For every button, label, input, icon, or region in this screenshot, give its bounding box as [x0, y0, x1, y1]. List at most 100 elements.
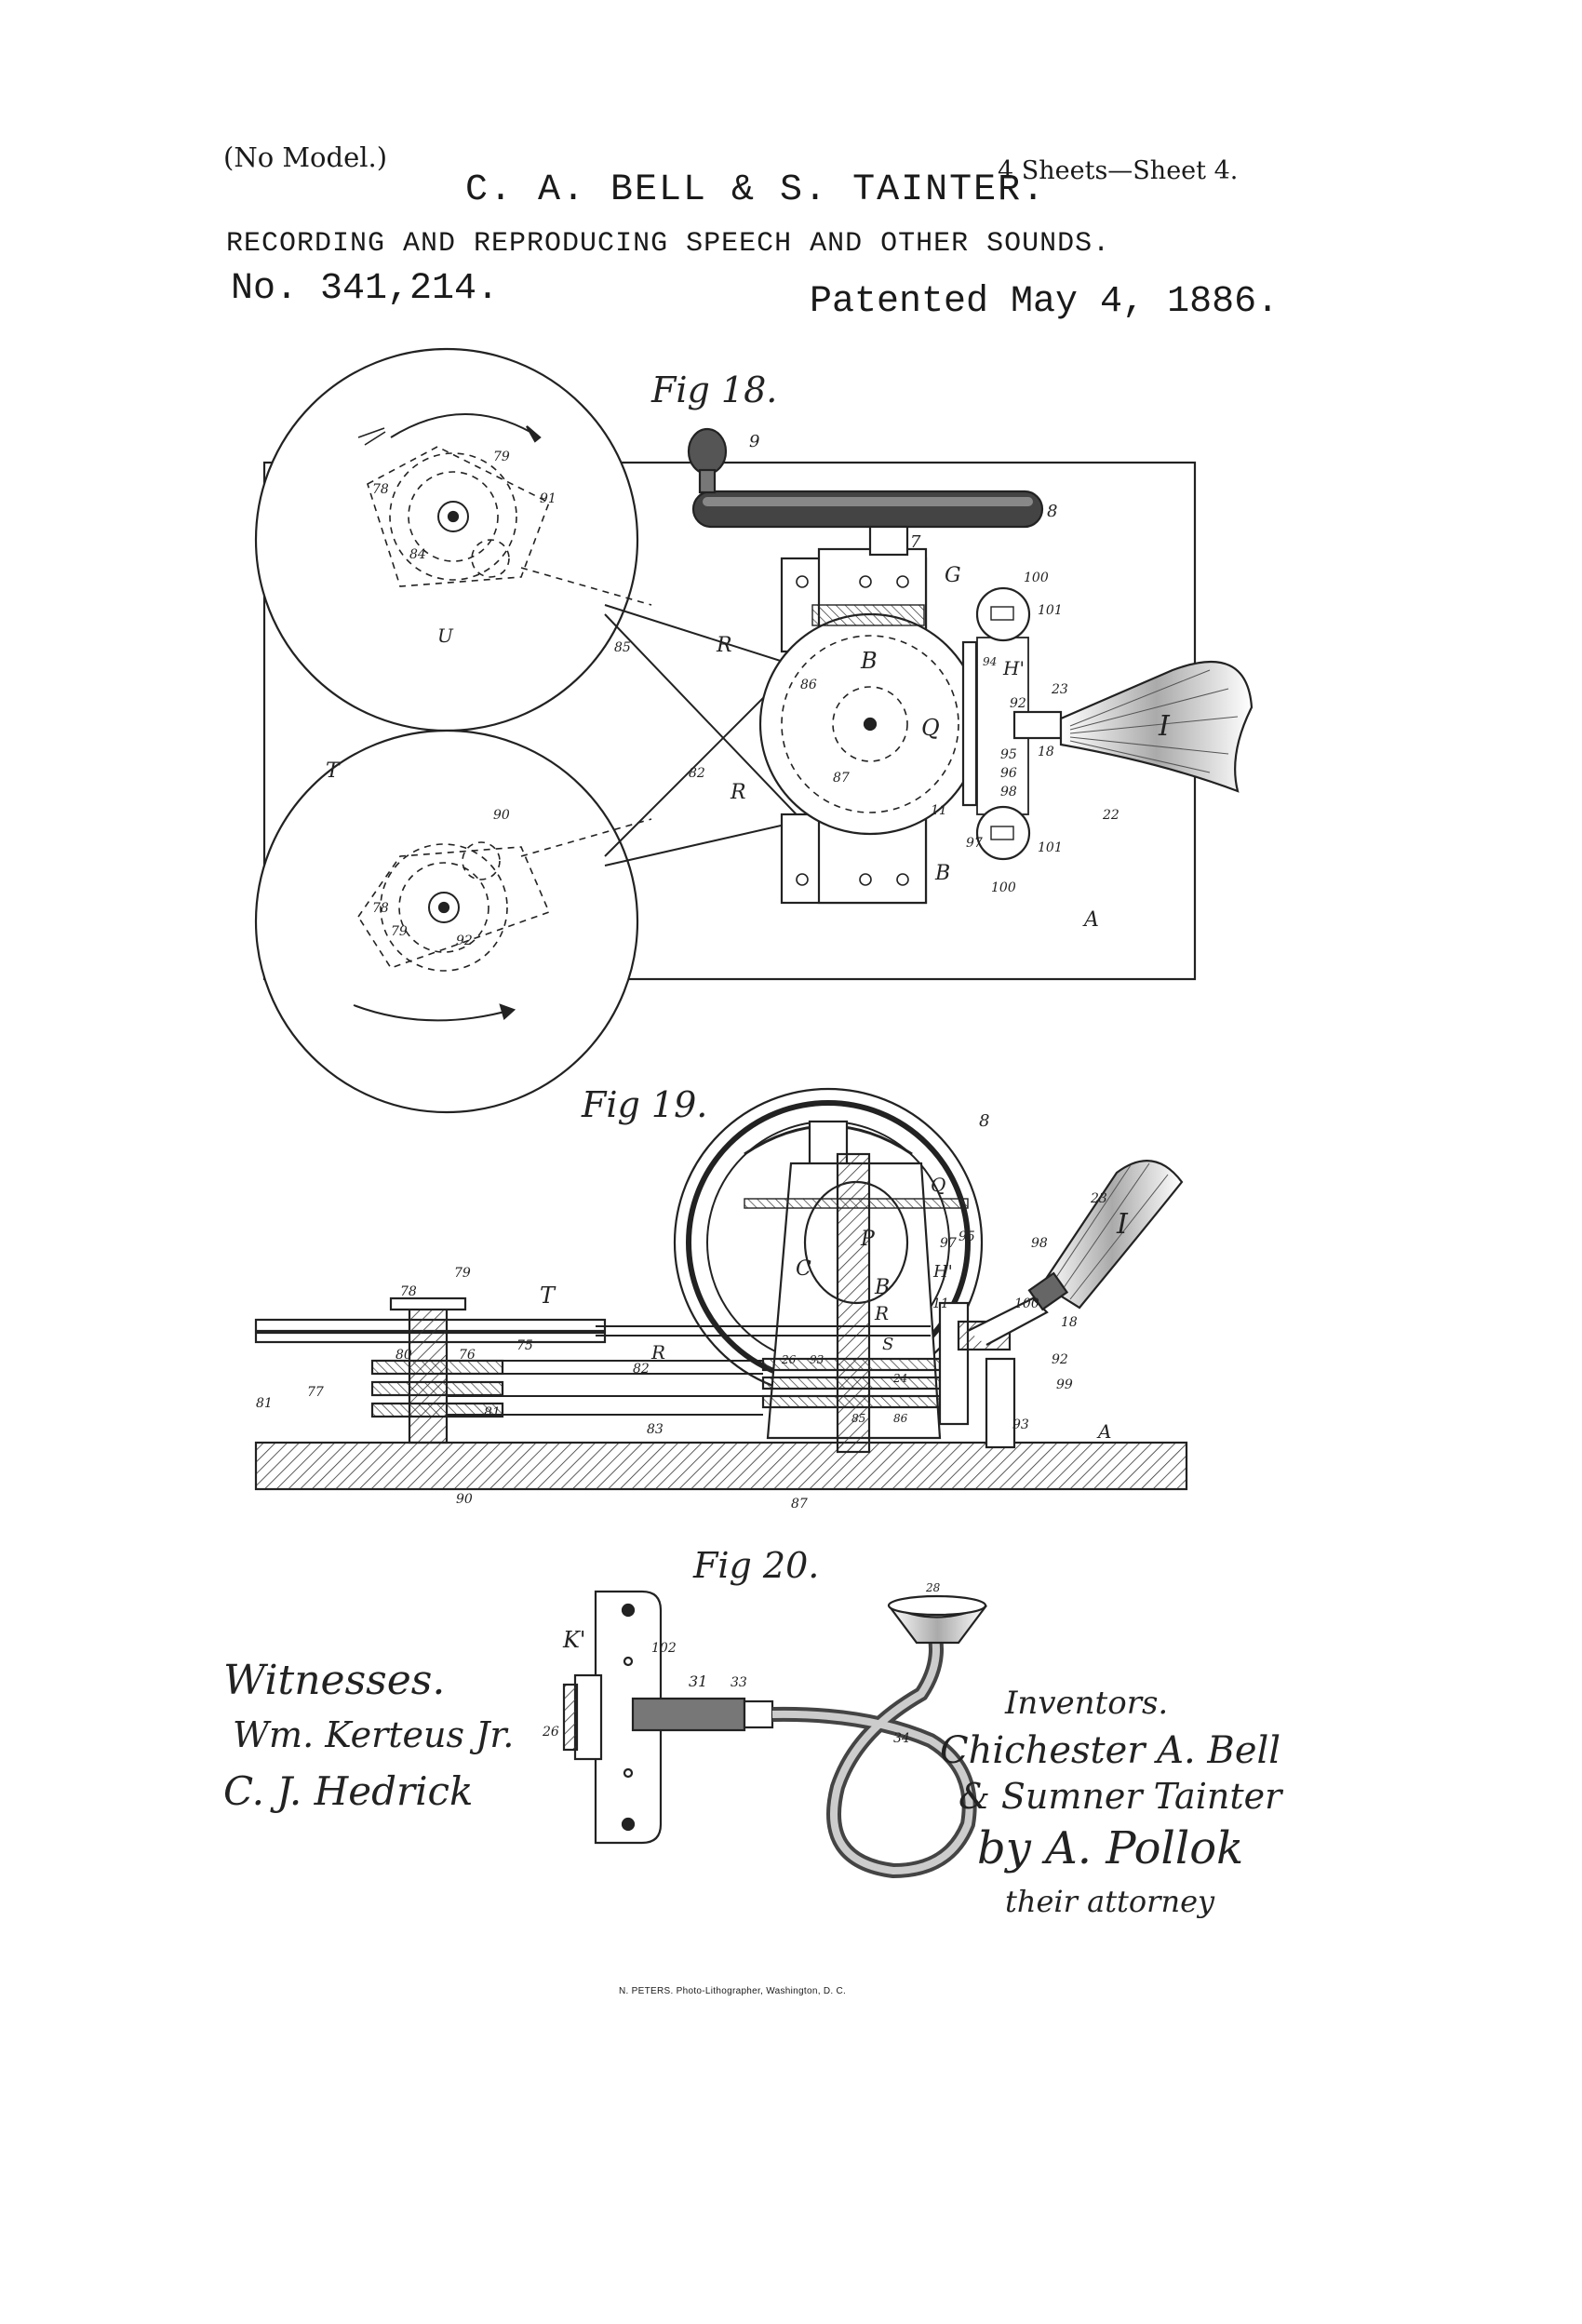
horn-i [1059, 661, 1254, 793]
ref-label: 100 [991, 880, 1016, 895]
ref-label: 97 [966, 836, 983, 851]
ref-label: 76 [459, 1348, 476, 1363]
crank-handle [691, 490, 1044, 529]
ref-label: 87 [791, 1497, 808, 1511]
crank-knob [687, 427, 728, 476]
ref-label: 81 [484, 1405, 501, 1420]
reel-t-internals [357, 818, 652, 972]
ref-label: 92 [1010, 696, 1026, 711]
ref-label: 11 [932, 1296, 949, 1311]
ref-label: 102 [651, 1641, 677, 1656]
ref-label: P [860, 1228, 876, 1251]
ref-label: 94 [983, 655, 997, 668]
base-a-section [254, 1441, 1188, 1491]
patent-date: Patented May 4, 1886. [810, 281, 1280, 323]
patent-number: No. 341,214. [231, 268, 500, 310]
ref-label: 82 [689, 766, 705, 781]
reel-u [254, 347, 639, 732]
ref-label: 79 [493, 450, 510, 464]
ref-label: 100 [1024, 571, 1049, 585]
ref-label: 34 [893, 1731, 910, 1746]
ref-label: 26 [542, 1725, 559, 1740]
ref-label: B [860, 648, 878, 674]
ref-label: U [437, 625, 454, 647]
recording-surface-g [811, 604, 925, 626]
ref-label: 87 [833, 771, 850, 786]
ref-label: 92 [456, 934, 473, 948]
ref-label: 98 [1000, 785, 1017, 799]
ref-label: 33 [731, 1675, 747, 1690]
ref-label: 11 [931, 803, 947, 818]
ref-label: 101 [1038, 603, 1063, 618]
ref-label: T [540, 1283, 556, 1309]
figure-18-labels: Fig 18. 9 8 7 G 100 101 79 91 78 84 U 85… [326, 369, 1171, 948]
ref-label: A [1096, 1420, 1111, 1443]
ref-label: 9 [749, 432, 759, 451]
figure-19 [254, 1087, 1188, 1491]
fig-20-label: Fig 20. [692, 1545, 819, 1586]
ref-label: 81 [256, 1396, 273, 1411]
ref-label: 18 [1061, 1315, 1078, 1330]
ref-label: 79 [391, 924, 408, 939]
ref-label: 93 [1012, 1417, 1029, 1432]
ref-label: 23 [1051, 682, 1068, 697]
ref-label: 84 [409, 547, 426, 562]
ref-label: 85 [851, 1412, 865, 1425]
ref-label: R [650, 1341, 665, 1364]
tube-31 [631, 1697, 746, 1732]
their-attorney-note: their attorney [1005, 1884, 1215, 1919]
ref-label: B [874, 1276, 890, 1299]
ref-label: H' [1002, 657, 1025, 679]
ref-label: 79 [454, 1266, 471, 1281]
ref-label: S [882, 1335, 893, 1354]
ref-label: 31 [689, 1672, 707, 1690]
ref-label: 95 [1000, 747, 1017, 762]
ref-label: 99 [1056, 1377, 1073, 1392]
ref-label: R [874, 1302, 889, 1324]
ref-label: 83 [647, 1422, 664, 1437]
ref-label: 23 [1090, 1191, 1107, 1206]
lithographer-credit: N. PETERS. Photo-Lithographer, Washingto… [619, 1986, 847, 1996]
ref-label: 92 [1052, 1352, 1068, 1367]
ref-label: 86 [893, 1412, 908, 1425]
ref-label: I [1158, 710, 1171, 743]
ref-label: 96 [1000, 766, 1017, 781]
ref-label: 97 [940, 1236, 957, 1251]
figure-20 [562, 1590, 987, 1879]
ref-label: 100 [1014, 1296, 1039, 1311]
ref-label: 101 [1038, 840, 1063, 855]
ref-label: 78 [400, 1284, 417, 1299]
figure-20-labels: Fig 20. K' 102 31 33 26 34 28 [542, 1545, 941, 1746]
ref-label: 93 [810, 1353, 825, 1366]
ref-label: 82 [633, 1362, 650, 1377]
ref-label: 75 [516, 1338, 533, 1353]
inventor-names: C. A. BELL & S. TAINTER. [465, 169, 1047, 211]
ref-label: I [1116, 1208, 1129, 1241]
ref-label: T [326, 759, 342, 783]
inventors-label: Inventors. [1005, 1685, 1169, 1722]
ref-label: Q [931, 1174, 945, 1196]
ref-label: R [716, 634, 732, 657]
ref-label: 26 [781, 1353, 797, 1366]
ref-label: 24 [892, 1372, 907, 1385]
reel-u-internals [367, 446, 652, 606]
fig-19-label: Fig 19. [581, 1084, 707, 1125]
witness-1-signature: Wm. Kerteus Jr. [233, 1714, 515, 1755]
horn-i-side [1040, 1160, 1184, 1310]
ref-label: 98 [1031, 1236, 1048, 1251]
ref-label: 90 [493, 808, 510, 823]
ref-label: 80 [396, 1348, 412, 1363]
witness-2-signature: C. J. Hedrick [223, 1768, 474, 1814]
ref-label: 78 [372, 901, 389, 916]
ref-label: H' [932, 1262, 953, 1282]
fig-18-label: Fig 18. [650, 369, 777, 410]
ref-label: 18 [1038, 745, 1054, 759]
ref-label: 8 [1047, 502, 1057, 521]
ref-label: 78 [372, 482, 389, 497]
ref-label: K' [562, 1627, 586, 1653]
ref-label: C [796, 1257, 811, 1281]
ref-label: Q [921, 715, 940, 741]
ref-label: 77 [307, 1385, 324, 1400]
ref-label: 8 [979, 1111, 989, 1131]
